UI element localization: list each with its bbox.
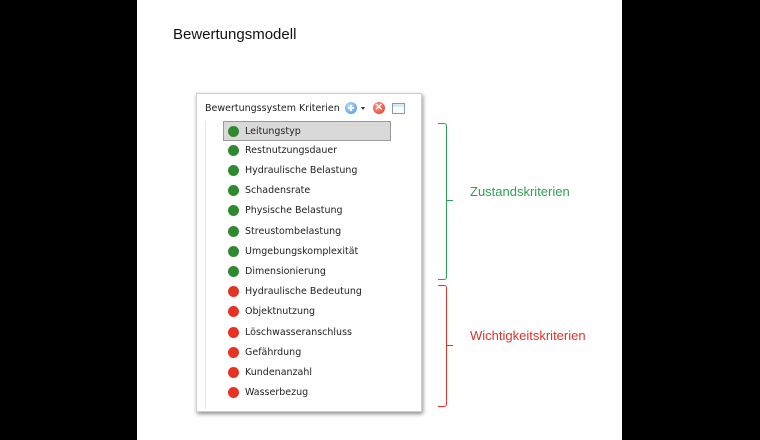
tree-item[interactable]: Wasserbezug [224, 384, 308, 402]
slide: Bewertungsmodell Bewertungssystem Kriter… [137, 0, 622, 440]
tree-item[interactable]: Kundenanzahl [224, 363, 312, 381]
dropdown-caret-icon[interactable] [360, 106, 365, 110]
green-status-icon [228, 245, 239, 257]
green-status-icon [228, 185, 239, 197]
tree-item[interactable]: Physische Belastung [224, 202, 343, 220]
tree-item[interactable]: Gefährdung [224, 343, 301, 361]
tree-item-label: Restnutzungsdauer [245, 144, 338, 156]
tree-item-label: Streustombelastung [245, 225, 342, 237]
brace-wichtigkeit-tip [447, 345, 453, 346]
brace-zustand [438, 123, 447, 280]
red-status-icon [228, 387, 239, 399]
tree-item[interactable]: Schadensrate [224, 182, 310, 200]
tree-item[interactable]: Restnutzungsdauer [224, 141, 337, 159]
brace-wichtigkeit [438, 285, 447, 407]
tree-item[interactable]: Leitungstyp [223, 121, 391, 141]
criteria-panel: Bewertungssystem Kriterien LeitungstypRe… [196, 93, 422, 412]
add-icon[interactable] [344, 102, 357, 114]
table-icon[interactable] [391, 102, 405, 114]
tree-item-label: Wasserbezug [245, 387, 309, 399]
green-status-icon [228, 125, 239, 137]
tree-item[interactable]: Löschwasseranschluss [224, 323, 352, 341]
green-status-icon [228, 225, 239, 237]
label-wichtigkeitskriterien: Wichtigkeitskriterien [470, 328, 586, 343]
tree-item-label: Schadensrate [245, 185, 311, 197]
tree-item[interactable]: Dimensionierung [224, 262, 326, 280]
tree-item-label: Löschwasseranschluss [245, 326, 352, 338]
delete-icon[interactable] [372, 100, 385, 114]
tree-item[interactable]: Objektnutzung [224, 303, 315, 321]
tree-item-label: Gefährdung [245, 346, 302, 358]
tree-item-label: Objektnutzung [245, 306, 316, 318]
green-status-icon [228, 265, 239, 277]
tree-line [205, 121, 206, 409]
red-status-icon [228, 326, 239, 338]
tree-item-label: Dimensionierung [245, 265, 326, 277]
tree-item-label: Physische Belastung [245, 205, 343, 217]
tree-item[interactable]: Hydraulische Belastung [224, 161, 357, 179]
red-status-icon [228, 366, 239, 378]
tree-item-label: Hydraulische Belastung [245, 164, 358, 176]
tree-item-label: Umgebungskomplexität [245, 245, 359, 257]
tree-item-label: Kundenanzahl [245, 366, 313, 378]
panel-header: Bewertungssystem Kriterien [205, 100, 405, 116]
tree-item[interactable]: Umgebungskomplexität [224, 242, 358, 260]
tree-item[interactable]: Streustombelastung [224, 222, 341, 240]
tree-item[interactable]: Hydraulische Bedeutung [224, 283, 362, 301]
label-zustandskriterien: Zustandskriterien [470, 184, 570, 199]
panel-title: Bewertungssystem Kriterien [205, 102, 340, 114]
green-status-icon [228, 205, 239, 217]
red-status-icon [228, 346, 239, 358]
tree-item-label: Leitungstyp [245, 125, 301, 137]
tree-item-label: Hydraulische Bedeutung [245, 286, 362, 298]
green-status-icon [228, 164, 239, 176]
slide-title: Bewertungsmodell [173, 26, 297, 43]
red-status-icon [228, 286, 239, 298]
brace-zustand-tip [447, 200, 453, 201]
green-status-icon [228, 144, 239, 156]
red-status-icon [228, 306, 239, 318]
